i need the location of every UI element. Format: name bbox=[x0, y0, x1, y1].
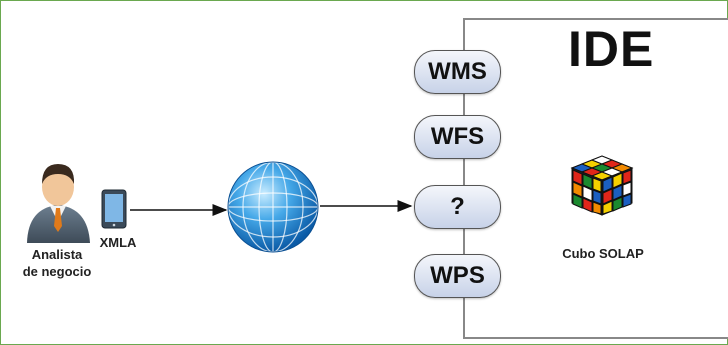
actor-label: Analista de negocio bbox=[14, 246, 100, 280]
actor-label-line2: de negocio bbox=[22, 264, 92, 279]
service-wfs: WFS bbox=[414, 115, 501, 159]
service-wps: WPS bbox=[414, 254, 501, 298]
service-wms: WMS bbox=[414, 50, 501, 94]
service-wms-label: WMS bbox=[428, 58, 487, 85]
service-wps-label: WPS bbox=[430, 262, 485, 289]
user-icon bbox=[27, 164, 90, 243]
tablet-icon bbox=[101, 189, 127, 229]
service-unknown: ? bbox=[414, 185, 501, 229]
service-wfs-label: WFS bbox=[430, 123, 485, 150]
device-label: XMLA bbox=[99, 235, 137, 250]
actor-label-line1: Analista bbox=[31, 247, 83, 262]
cube-label: Cubo SOLAP bbox=[562, 246, 644, 261]
rubiks-cube-icon bbox=[570, 155, 634, 216]
service-unknown-label: ? bbox=[450, 193, 465, 220]
globe-icon bbox=[227, 161, 319, 253]
ide-title: IDE bbox=[568, 21, 655, 77]
